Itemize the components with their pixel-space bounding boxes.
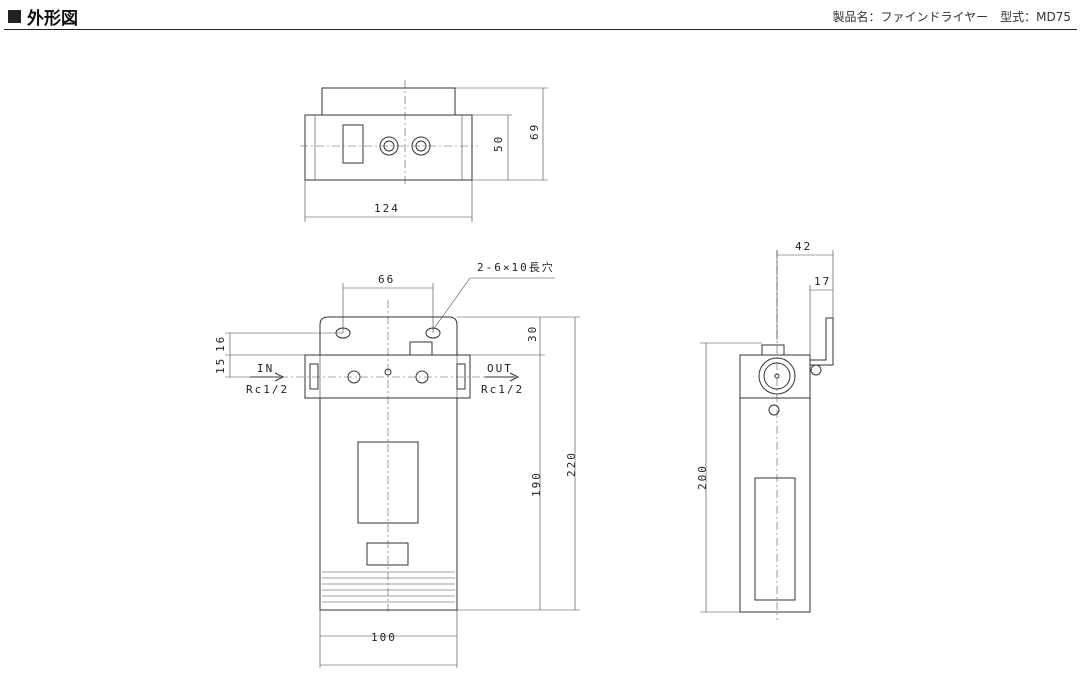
title-text: 外形図 bbox=[27, 9, 78, 29]
dim-220: 220 bbox=[565, 451, 578, 477]
dim-190: 190 bbox=[530, 471, 543, 497]
product-info: 製品名：ファインドライヤー 型式：MD75 bbox=[832, 10, 1071, 24]
top-view: 69 124 bbox=[300, 80, 548, 222]
dim-30: 30 bbox=[526, 325, 539, 342]
dim-124: 124 bbox=[374, 202, 400, 215]
square-bullet-icon bbox=[8, 10, 21, 23]
outlet-thread: Rc1/2 bbox=[481, 383, 524, 396]
hole-note: 2-6×10長穴 bbox=[477, 260, 555, 274]
outlet-label: OUT bbox=[487, 362, 513, 375]
inlet-thread: Rc1/2 bbox=[246, 383, 289, 396]
dim-17: 17 bbox=[814, 275, 831, 288]
section-title: 外形図 bbox=[8, 4, 78, 29]
dim-200: 200 bbox=[696, 464, 709, 490]
side-view: 42 17 200 bbox=[696, 240, 834, 620]
dim-66: 66 bbox=[378, 273, 395, 286]
dim-100: 100 bbox=[371, 631, 397, 644]
dim-42: 42 bbox=[795, 240, 812, 253]
inlet-label: IN bbox=[257, 362, 274, 375]
dim-16: 16 bbox=[214, 335, 227, 352]
front-view: 66 2-6×10長穴 30 16 15 IN Rc1/2 OUT Rc1/2 … bbox=[214, 260, 580, 668]
dim-69: 69 bbox=[528, 123, 541, 140]
dim-15: 15 bbox=[214, 357, 227, 374]
dim-50: 50 bbox=[492, 135, 505, 152]
header-divider bbox=[4, 29, 1077, 30]
